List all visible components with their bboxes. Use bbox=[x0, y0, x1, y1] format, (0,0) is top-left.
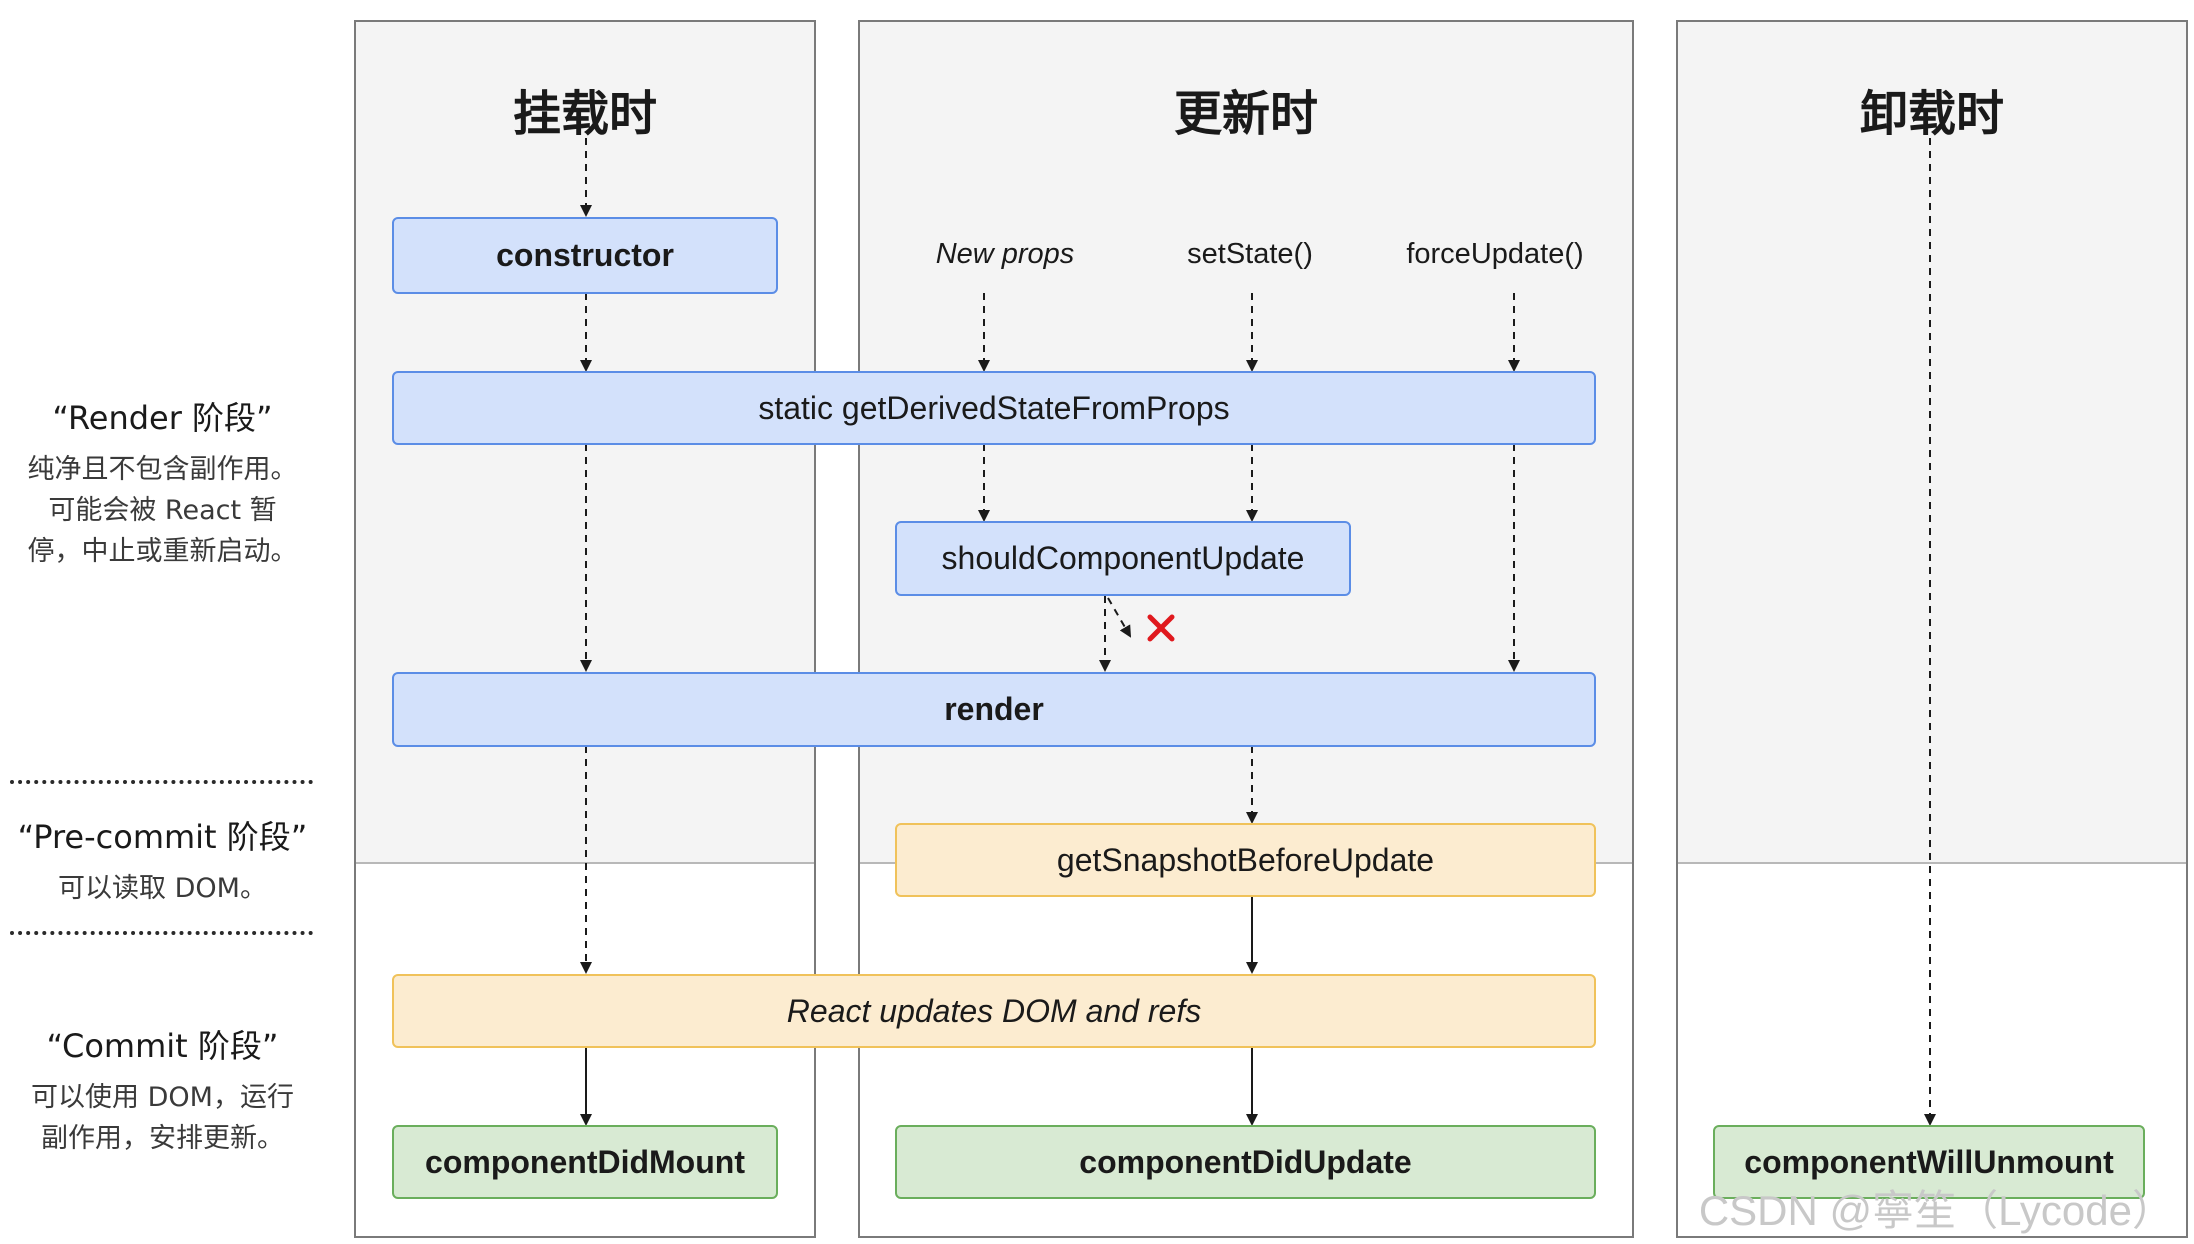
component-did-update-box: componentDidUpdate bbox=[895, 1125, 1596, 1199]
component-will-unmount-box: componentWillUnmount bbox=[1713, 1125, 2145, 1199]
phase-separator bbox=[10, 931, 313, 935]
precommit-phase-label: “Pre-commit 阶段” 可以读取 DOM。 bbox=[0, 812, 325, 909]
update-column: 更新时 bbox=[858, 20, 1634, 1238]
render-phase-description: 纯净且不包含副作用。 可能会被 React 暂 停，中止或重新启动。 bbox=[0, 449, 325, 572]
get-derived-state-from-props-box: static getDerivedStateFromProps bbox=[392, 371, 1596, 445]
constructor-box: constructor bbox=[392, 217, 778, 294]
render-desc-line: 停，中止或重新启动。 bbox=[27, 536, 298, 567]
render-phase-heading: “Render 阶段” bbox=[52, 399, 273, 437]
commit-phase-heading: “Commit 阶段” bbox=[46, 1027, 279, 1065]
react-updates-dom-box: React updates DOM and refs bbox=[392, 974, 1596, 1048]
phase-separator bbox=[10, 780, 313, 784]
commit-desc-line: 副作用，安排更新。 bbox=[41, 1123, 284, 1154]
trigger-force-update: forceUpdate() bbox=[1406, 238, 1584, 270]
trigger-new-props: New props bbox=[935, 238, 1075, 270]
get-snapshot-before-update-box: getSnapshotBeforeUpdate bbox=[895, 823, 1596, 897]
commit-phase-label: “Commit 阶段” 可以使用 DOM，运行 副作用，安排更新。 bbox=[0, 1021, 325, 1159]
commit-desc-line: 可以使用 DOM，运行 bbox=[31, 1082, 294, 1113]
component-did-mount-box: componentDidMount bbox=[392, 1125, 778, 1199]
watermark: CSDN @寧笙（Lycode） bbox=[1698, 1187, 2174, 1234]
precommit-phase-description: 可以读取 DOM。 bbox=[58, 873, 267, 904]
unmount-column-title: 卸载时 bbox=[1859, 86, 2004, 142]
render-box: render bbox=[392, 672, 1596, 747]
commit-phase-description: 可以使用 DOM，运行 副作用，安排更新。 bbox=[0, 1077, 325, 1159]
mount-column: 挂载时 bbox=[354, 20, 816, 1238]
render-desc-line: 可能会被 React 暂 bbox=[48, 495, 277, 526]
render-phase-shade bbox=[1678, 22, 2186, 864]
precommit-phase-heading: “Pre-commit 阶段” bbox=[17, 818, 308, 856]
mount-column-title: 挂载时 bbox=[512, 86, 657, 142]
render-desc-line: 纯净且不包含副作用。 bbox=[27, 454, 298, 485]
unmount-column: 卸载时 bbox=[1676, 20, 2188, 1238]
should-component-update-box: shouldComponentUpdate bbox=[895, 521, 1351, 596]
trigger-set-state: setState() bbox=[1187, 238, 1313, 270]
render-phase-label: “Render 阶段” 纯净且不包含副作用。 可能会被 React 暂 停，中止… bbox=[0, 393, 325, 572]
update-column-title: 更新时 bbox=[1173, 86, 1318, 142]
